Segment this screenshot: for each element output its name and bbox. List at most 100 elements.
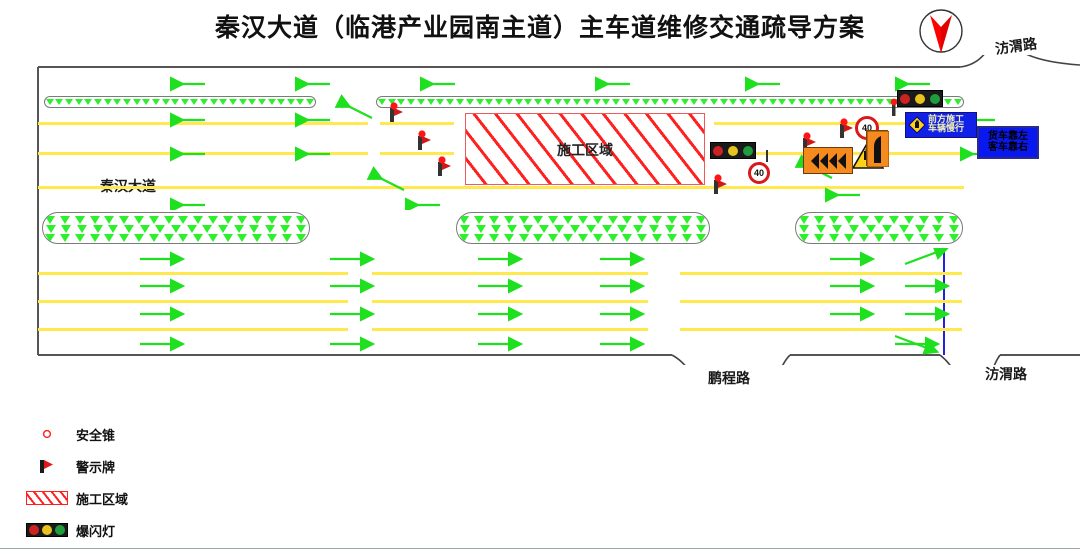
safety-cone-icon (84, 99, 93, 105)
lane-line-s1-c (680, 272, 962, 275)
roadwork-symbol-icon (908, 116, 926, 134)
lane-line-n1-c (714, 122, 964, 125)
safety-cone-icon (768, 99, 777, 105)
safety-cone-icon (151, 99, 160, 105)
safety-cone-icon (739, 99, 748, 105)
north-arrow-icon (915, 5, 967, 57)
safety-cone-icon (377, 99, 386, 105)
lane-line-s1-b (372, 272, 648, 275)
safety-cone-icon (475, 99, 484, 105)
safety-cone-icon (387, 99, 396, 105)
cone-barrier-top-right (376, 96, 964, 108)
safety-cone-icon (161, 99, 170, 105)
safety-cone-icon (142, 99, 151, 105)
median-barrier-right (795, 212, 963, 244)
chevron-arrow-board (803, 147, 853, 174)
cone-barrier-top-left (44, 96, 316, 108)
flashing-light-top (897, 90, 943, 107)
safety-cone-icon (74, 99, 83, 105)
safety-cone-icon (797, 99, 806, 105)
safety-cone-icon (836, 99, 845, 105)
safety-cone-icon (690, 99, 699, 105)
safety-cone-icon (670, 99, 679, 105)
westbound-arrow-group (169, 76, 995, 210)
lamp-yellow (727, 145, 738, 156)
safety-cone-icon (788, 99, 797, 105)
safety-cone-icon (456, 99, 464, 105)
safety-cone-icon (582, 99, 591, 105)
lane-merge-sign (866, 130, 890, 168)
safety-cone-icon (436, 99, 445, 105)
flashing-light-icon (18, 523, 76, 537)
safety-cone-icon (573, 99, 582, 105)
safety-cone-icon (407, 99, 416, 105)
safety-cone-icon (602, 99, 611, 105)
safety-cone-icon (495, 99, 504, 105)
safety-cone-icon (416, 99, 425, 105)
safety-cone-icon (592, 99, 601, 105)
safety-cone-icon (563, 99, 572, 105)
safety-cone-icon (700, 99, 709, 105)
chevron-left-icon (828, 152, 837, 169)
lamp-red (28, 525, 39, 535)
safety-cone-icon (465, 99, 474, 105)
safety-cone-icon (534, 99, 543, 105)
page-title: 秦汉大道（临港产业园南主道）主车道维修交通疏导方案 (214, 13, 865, 42)
speed-limit-sign-lower: 40 (748, 162, 770, 184)
sign-ahead-line1: 前方施工 (928, 114, 965, 125)
safety-cone-icon (866, 99, 875, 105)
safety-cone-icon (504, 99, 513, 105)
lane-line-n1-b (380, 122, 454, 125)
safety-cone-icon (397, 99, 406, 105)
work-zone-hatch-icon (18, 491, 76, 505)
safety-cone-icon (885, 99, 894, 105)
safety-cone-icon (132, 99, 141, 105)
sign-keep-line1: 货车靠左 (988, 131, 1028, 142)
lane-line-s1-a (38, 272, 348, 275)
safety-cone-icon (171, 99, 180, 105)
chevron-left-icon (810, 152, 819, 169)
safety-cone-icon (65, 99, 74, 105)
sign-keep-lanes: 货车靠左 客车靠右 (977, 126, 1039, 159)
safety-cone-icon (248, 99, 257, 105)
safety-cone-icon (827, 99, 836, 105)
safety-cone-icon (200, 99, 209, 105)
safety-cone-icon (306, 99, 315, 105)
lane-line-n1-a (38, 122, 368, 125)
safety-cone-icon (426, 99, 435, 105)
legend-label-zone: 施工区域 (76, 492, 129, 508)
road-label-bottom-mid: 鹏程路 (708, 371, 750, 387)
warning-sign-marker-signpost (890, 98, 898, 116)
safety-cone-icon (122, 99, 131, 105)
safety-cone-icon (846, 99, 855, 105)
safety-cone-icon (180, 99, 189, 105)
lamp-red (900, 93, 911, 104)
chevron-left-icon (819, 152, 828, 169)
sign-post-lower (766, 150, 768, 162)
legend-label-cone: 安全锥 (76, 428, 116, 444)
safety-cone-icon (612, 99, 621, 105)
safety-cone-icon (286, 99, 295, 105)
safety-cone-icon (748, 99, 757, 105)
warning-sign-marker-group-left (390, 102, 451, 176)
legend-row-flash: 爆闪灯 (18, 514, 248, 546)
safety-cone-icon (553, 99, 562, 105)
safety-cone-icon (113, 99, 122, 105)
work-zone-label: 施工区域 (557, 143, 613, 159)
safety-cone-icon (55, 99, 64, 105)
safety-cone-icon (238, 99, 247, 105)
lane-line-s3-c (680, 328, 962, 331)
lamp-yellow (914, 93, 925, 104)
safety-cone-icon (219, 99, 228, 105)
safety-cone-icon (267, 99, 276, 105)
road-geometry (37, 55, 1080, 365)
legend: 安全锥 警示牌 施工区域 (18, 418, 248, 546)
lamp-yellow (41, 525, 52, 535)
safety-cone-icon (228, 99, 237, 105)
safety-cone-icon (277, 99, 286, 105)
safety-cone-icon (190, 99, 199, 105)
lamp-green (929, 93, 940, 104)
lane-line-s2-c (680, 300, 962, 303)
eastbound-arrow-group (140, 248, 951, 355)
safety-cone-icon (954, 99, 963, 105)
